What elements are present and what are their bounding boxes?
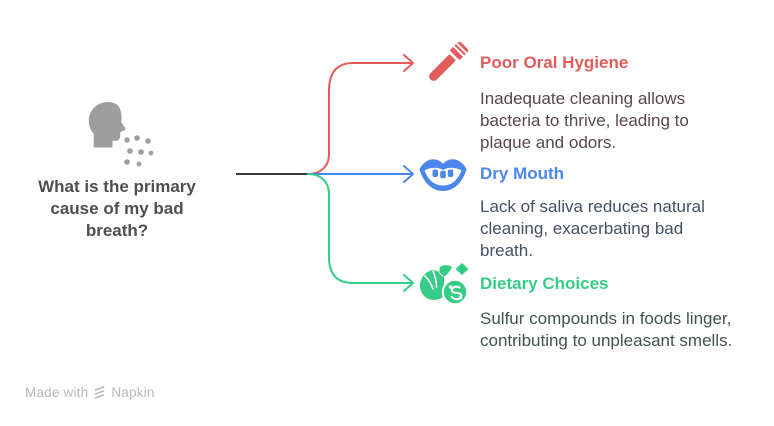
made-with-napkin-watermark: Made with Napkin <box>25 385 155 400</box>
branch-title-dry-mouth: Dry Mouth <box>480 164 565 183</box>
arrowhead-icon <box>403 165 414 183</box>
toothbrush-icon <box>429 41 469 81</box>
connector-dry-mouth <box>307 165 414 183</box>
watermark-brand: Napkin <box>111 385 155 400</box>
watermark-prefix: Made with <box>25 385 89 400</box>
branch-description-dietary-choices: Sulfur compounds in foods linger, contri… <box>480 309 733 350</box>
branch-description-poor-oral-hygiene: Inadequate cleaning allows bacteria to t… <box>480 89 689 152</box>
connector-dietary-choices <box>307 173 414 292</box>
napkin-logo-icon <box>94 386 105 399</box>
head-breath-icon <box>88 102 154 167</box>
branch-title-poor-oral-hygiene: Poor Oral Hygiene <box>480 53 629 72</box>
arrowhead-icon <box>403 274 414 292</box>
garlic-icon <box>420 263 469 306</box>
arrowhead-icon <box>403 54 414 72</box>
connector-poor-oral-hygiene <box>307 54 414 175</box>
lips-icon <box>419 159 467 191</box>
question-node: What is the primary cause of my bad brea… <box>38 177 196 240</box>
branch-title-dietary-choices: Dietary Choices <box>480 274 609 293</box>
branch-description-dry-mouth: Lack of saliva reduces natural cleaning,… <box>480 197 705 260</box>
